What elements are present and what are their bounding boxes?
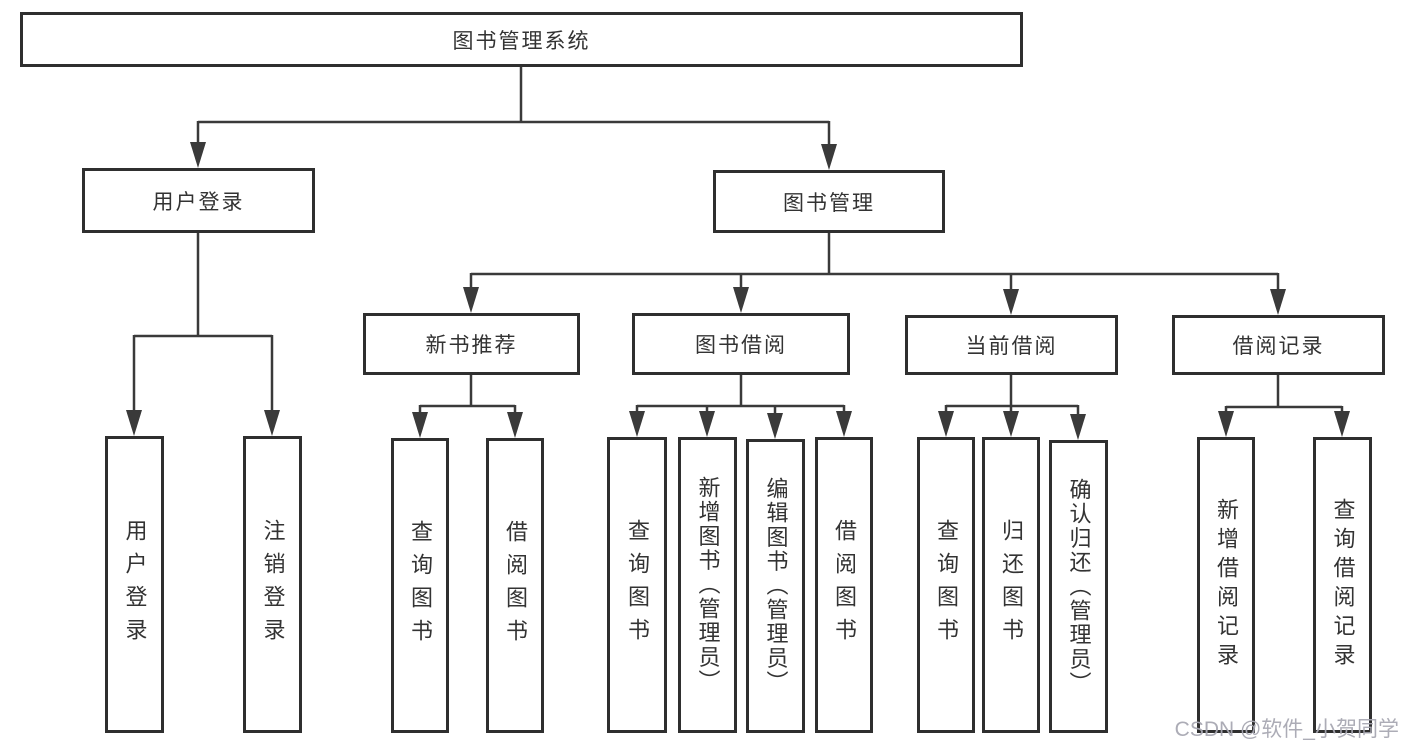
node-current-borrow-label: 当前借阅 bbox=[965, 335, 1058, 358]
node-current-borrow: 当前借阅 bbox=[905, 315, 1118, 375]
node-book-borrow-label: 图书借阅 bbox=[695, 334, 787, 357]
leaf-cb-return-books-label: 归还图书 bbox=[999, 519, 1024, 651]
node-new-book-recommend-label: 新书推荐 bbox=[425, 334, 518, 357]
leaf-br-add-record-label: 新增借阅记录 bbox=[1214, 497, 1239, 673]
leaf-bb-edit-books-admin-label: 编辑图书（管理员） bbox=[763, 477, 789, 695]
leaf-nb-query-books-label: 查询图书 bbox=[408, 519, 433, 652]
node-book-management: 图书管理 bbox=[713, 170, 945, 233]
node-root-label: 图书管理系统 bbox=[452, 29, 591, 53]
arrowheads bbox=[126, 142, 1350, 440]
leaf-cb-confirm-return-admin: 确认归还（管理员） bbox=[1049, 440, 1108, 733]
leaf-br-add-record: 新增借阅记录 bbox=[1197, 437, 1255, 733]
leaf-bb-borrow-books: 借阅图书 bbox=[815, 437, 873, 733]
node-book-borrow: 图书借阅 bbox=[632, 313, 850, 375]
node-root: 图书管理系统 bbox=[20, 12, 1023, 67]
leaf-logout: 注销登录 bbox=[243, 436, 302, 733]
node-book-management-label: 图书管理 bbox=[783, 191, 875, 215]
leaf-nb-query-books: 查询图书 bbox=[391, 438, 449, 733]
node-user-login-label: 用户登录 bbox=[152, 190, 245, 214]
node-new-book-recommend: 新书推荐 bbox=[363, 313, 580, 375]
leaf-nb-borrow-books: 借阅图书 bbox=[486, 438, 544, 733]
node-borrow-record-label: 借阅记录 bbox=[1232, 335, 1325, 358]
leaf-bb-edit-books-admin: 编辑图书（管理员） bbox=[746, 439, 805, 733]
leaf-cb-return-books: 归还图书 bbox=[982, 437, 1040, 733]
node-borrow-record: 借阅记录 bbox=[1172, 315, 1385, 375]
leaf-bb-query-books: 查询图书 bbox=[607, 437, 667, 733]
leaf-cb-query-books-label: 查询图书 bbox=[934, 519, 959, 651]
leaf-nb-borrow-books-label: 借阅图书 bbox=[503, 519, 528, 652]
node-user-login: 用户登录 bbox=[82, 168, 315, 233]
csdn-watermark: CSDN @软件_小贺同学 bbox=[1174, 718, 1399, 741]
leaf-user-login-label: 用户登录 bbox=[122, 518, 148, 651]
leaf-bb-query-books-label: 查询图书 bbox=[625, 519, 650, 651]
leaf-cb-query-books: 查询图书 bbox=[917, 437, 975, 733]
leaf-br-query-record-label: 查询借阅记录 bbox=[1330, 497, 1356, 673]
leaf-br-query-record: 查询借阅记录 bbox=[1313, 437, 1372, 733]
leaf-logout-label: 注销登录 bbox=[260, 518, 286, 651]
leaf-bb-add-books-admin-label: 新增图书（管理员） bbox=[695, 476, 721, 694]
leaf-bb-borrow-books-label: 借阅图书 bbox=[832, 519, 857, 651]
leaf-bb-add-books-admin: 新增图书（管理员） bbox=[678, 437, 737, 733]
leaf-cb-confirm-return-admin-label: 确认归还（管理员） bbox=[1066, 477, 1092, 696]
leaf-user-login: 用户登录 bbox=[105, 436, 164, 733]
